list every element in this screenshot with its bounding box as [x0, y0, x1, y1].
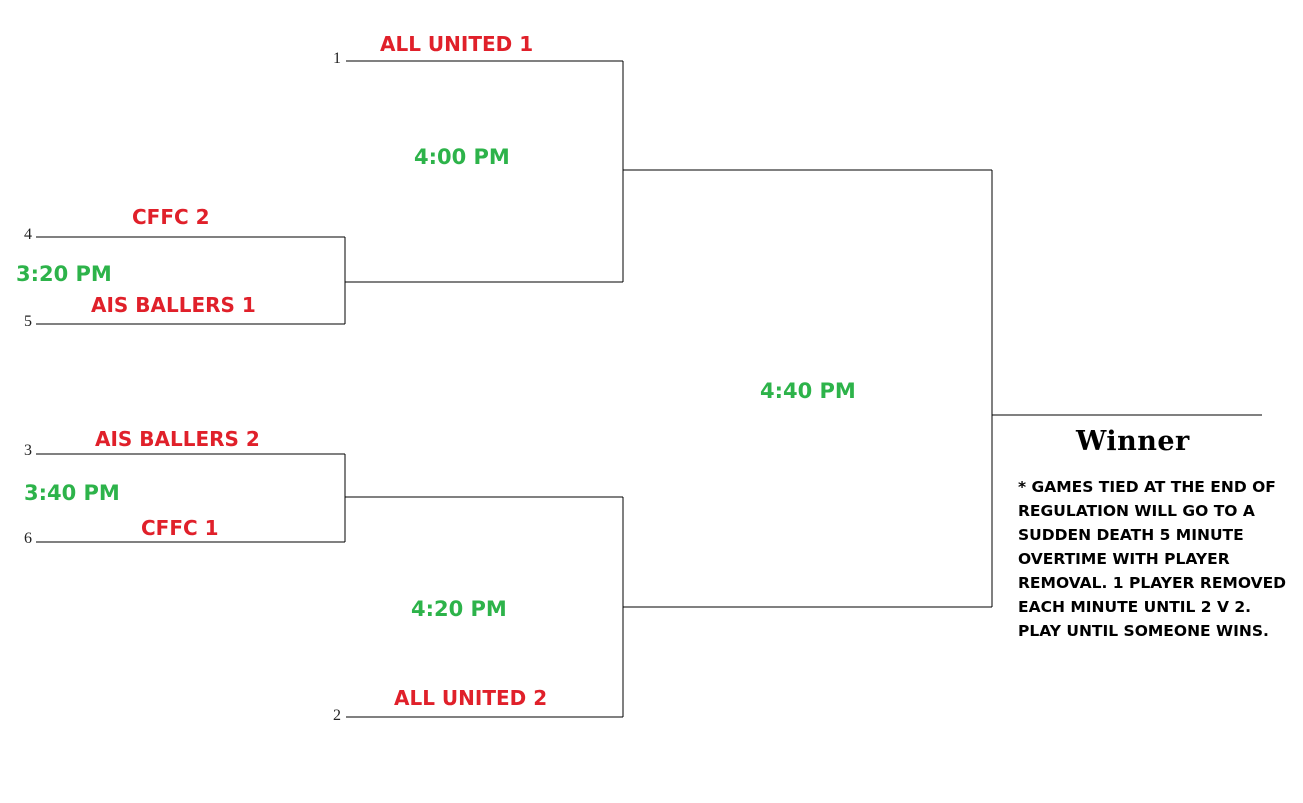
- game-time-semi-top: 4:00 PM: [414, 145, 510, 169]
- team-all-united-1: ALL UNITED 1: [380, 32, 534, 56]
- team-cffc-2: CFFC 2: [132, 205, 210, 229]
- winner-label: Winner: [1076, 426, 1190, 457]
- seed-number-3: 3: [24, 442, 32, 459]
- team-cffc-1: CFFC 1: [141, 516, 219, 540]
- seed-number-1: 1: [333, 50, 341, 67]
- seed-number-4: 4: [24, 226, 32, 243]
- seed-number-6: 6: [24, 530, 32, 547]
- game-time-3v6: 3:40 PM: [24, 481, 120, 505]
- game-time-final: 4:40 PM: [760, 379, 856, 403]
- seed-number-2: 2: [333, 707, 341, 724]
- team-ais-ballers-2: AIS BALLERS 2: [95, 427, 260, 451]
- team-all-united-2: ALL UNITED 2: [394, 686, 548, 710]
- game-time-semi-bottom: 4:20 PM: [411, 597, 507, 621]
- game-time-4v5: 3:20 PM: [16, 262, 112, 286]
- team-ais-ballers-1: AIS BALLERS 1: [91, 293, 256, 317]
- seed-number-5: 5: [24, 313, 32, 330]
- tiebreak-rules-note: * GAMES TIED AT THE END OF REGULATION WI…: [1018, 478, 1287, 640]
